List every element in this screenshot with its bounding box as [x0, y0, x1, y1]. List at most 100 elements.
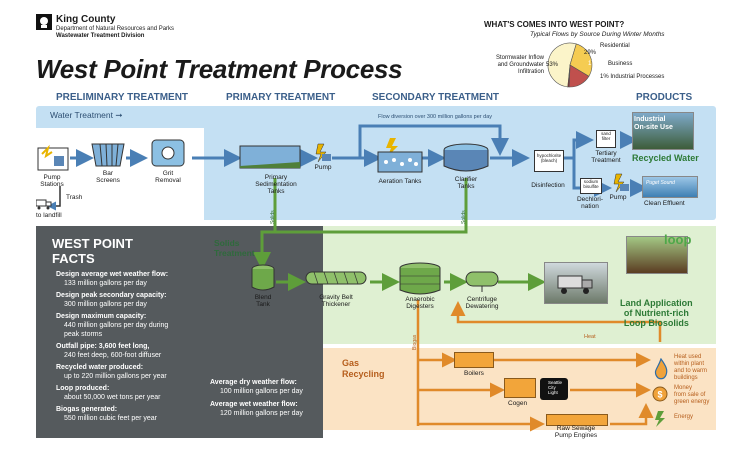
energy-label: Energy: [674, 414, 694, 420]
gravity-belt-label: Gravity Belt Thickener: [319, 294, 353, 308]
pump-icon-2: [613, 173, 629, 192]
industrial-onsite-photo: [632, 112, 694, 150]
puget-sound-label: Puget Sound: [646, 180, 675, 186]
facts-title: WEST POINT FACTS: [52, 236, 133, 266]
aeration-label: Aeration Tanks: [378, 178, 422, 185]
recycled-water-label: Recycled Water: [632, 153, 699, 163]
bar-screens-label: Bar Screens: [96, 170, 120, 184]
fact-value-6: about 50,000 wet tons per year: [64, 394, 161, 401]
fact-right-key-2: Average wet weather flow:: [210, 401, 298, 408]
grit-removal-label: Grit Removal: [155, 170, 181, 184]
hypochlorite-box: hypochlorite (bleach): [534, 150, 564, 172]
fact-value-7: 550 million cubic feet per year: [64, 415, 157, 422]
svg-text:$: $: [657, 390, 662, 400]
water-treatment-label: Water Treatment ➞: [50, 110, 123, 120]
pie-pct-residential: 29%: [584, 50, 597, 56]
pump-icon-1: [315, 143, 331, 162]
fact-key-5: Recycled water produced:: [56, 364, 144, 371]
clarifier-label: Clarifier Tanks: [454, 176, 478, 190]
pie-label-business: Business: [608, 61, 633, 67]
heat-tag: Heat: [584, 334, 596, 340]
bar-screens-icon: [91, 143, 125, 167]
pie-slice-0: [547, 42, 577, 88]
pump-station-icon: [37, 144, 69, 171]
solids-tag-2: Solids: [461, 210, 467, 224]
puget-sound-photo: [642, 176, 698, 198]
fact-value-1: 133 million gallons per day: [64, 280, 147, 287]
pie-label-residential: Residential: [600, 43, 630, 49]
blend-tank-icon: [251, 264, 275, 291]
section-primary: PRIMARY TREATMENT: [226, 92, 336, 103]
aeration-tanks-icon: [377, 138, 423, 173]
fact-value-5: up to 220 million gallons per year: [64, 373, 167, 380]
grit-removal-icon: [151, 139, 185, 167]
truck-icon: [36, 199, 52, 210]
king-county-logo-icon: [36, 14, 52, 30]
digesters-label: Anaerobic Digesters: [405, 296, 435, 310]
raw-sewage-engines-box: [546, 414, 608, 426]
sodium-bisulfite-box: sodium bisulfite: [580, 178, 602, 194]
flame-icon: [654, 358, 668, 380]
pump-stations-label: Pump Stations: [40, 174, 64, 188]
land-application-photo: [626, 236, 688, 274]
fact-key-2: Design peak secondary capacity:: [56, 292, 167, 299]
section-secondary: SECONDARY TREATMENT: [372, 92, 500, 103]
loop-logo: loop: [664, 232, 692, 247]
gas-recycling-label: Gas Recycling: [342, 358, 385, 379]
pump-label-1: Pump: [314, 164, 332, 171]
land-application-label: Land Application of Nutrient-rich Loop B…: [620, 298, 693, 328]
raw-sewage-label: Raw Sewage Pump Engines: [554, 425, 598, 439]
pie-pct-business: 17%: [588, 61, 601, 67]
org-department: Department of Natural Resources and Park…: [56, 26, 175, 32]
money-label: Money from sale of green energy: [674, 385, 710, 405]
fact-value-2: 300 million gallons per day: [64, 301, 147, 308]
cogen-label: Cogen: [508, 400, 528, 407]
clean-effluent-label: Clean Effluent: [644, 200, 685, 207]
blend-tank-label: Blend Tank: [254, 294, 272, 308]
biogas-tag: Biogas: [412, 334, 418, 350]
fact-right-value-1: 100 million gallons per day: [220, 388, 303, 395]
fact-right-key-1: Average dry weather flow:: [210, 379, 297, 386]
heat-used-label: Heat used within plant and to warm build…: [674, 354, 708, 381]
money-icon: $: [652, 386, 668, 402]
dechlorination-label: Dechlori- nation: [576, 196, 604, 210]
solids-treatment-label: Solids Treatment: [214, 238, 255, 258]
fact-key-3: Design maximum capacity:: [56, 313, 147, 320]
pie-label-industrial: 1% Industrial Processes: [600, 74, 665, 80]
fact-value-3b: peak storms: [64, 331, 103, 338]
solids-tag-1: Solids: [270, 210, 276, 224]
industrial-onsite-label: Industrial On-site Use: [634, 116, 673, 131]
pie-label-stormwater: Stormwater Inflow and Groundwater Infilt…: [495, 55, 544, 75]
fact-key-value-4: 3,600 feet long,: [98, 343, 150, 350]
pie-pct-stormwater: 53%: [546, 62, 559, 68]
sand-filter-box: sand filter: [596, 130, 616, 148]
tertiary-label: Tertiary Treatment: [591, 150, 621, 164]
disinfection-label: Disinfection: [531, 182, 565, 189]
anaerobic-digesters-icon: [399, 262, 441, 295]
primary-sedimentation-icon: [239, 145, 301, 169]
pump-label-2: Pump: [609, 194, 627, 201]
section-products: PRODUCTS: [636, 92, 693, 103]
cogen-box: [504, 378, 536, 398]
arrow-right-icon: ➞: [115, 110, 123, 120]
fact-value-4: 240 feet deep, 600-foot diffuser: [64, 352, 162, 359]
flows-subtitle: Typical Flows by Source During Winter Mo…: [530, 31, 665, 38]
fact-value-3: 440 million gallons per day during: [64, 322, 169, 329]
primary-sed-label: Primary Sedimentation Tanks: [255, 174, 297, 195]
flows-pie-chart: [547, 42, 593, 88]
to-landfill-label: to landfill: [36, 212, 62, 219]
org-name: King County: [56, 14, 116, 25]
gravity-belt-thickener-icon: [305, 271, 367, 285]
flows-title: WHAT'S COMES INTO WEST POINT?: [484, 20, 625, 29]
boilers-label: Boilers: [464, 370, 484, 377]
centrifuge-icon: [465, 271, 499, 292]
seattle-city-light-logo: [540, 378, 568, 400]
clarifier-tanks-icon: [443, 143, 489, 172]
truck-drawing-icon: [557, 275, 593, 294]
boilers-box: [454, 352, 494, 368]
trash-label: Trash: [66, 194, 83, 201]
pie-slice-3: [567, 64, 571, 88]
fact-key-7: Biogas generated:: [56, 406, 118, 413]
section-preliminary: PRELIMINARY TREATMENT: [56, 92, 189, 103]
